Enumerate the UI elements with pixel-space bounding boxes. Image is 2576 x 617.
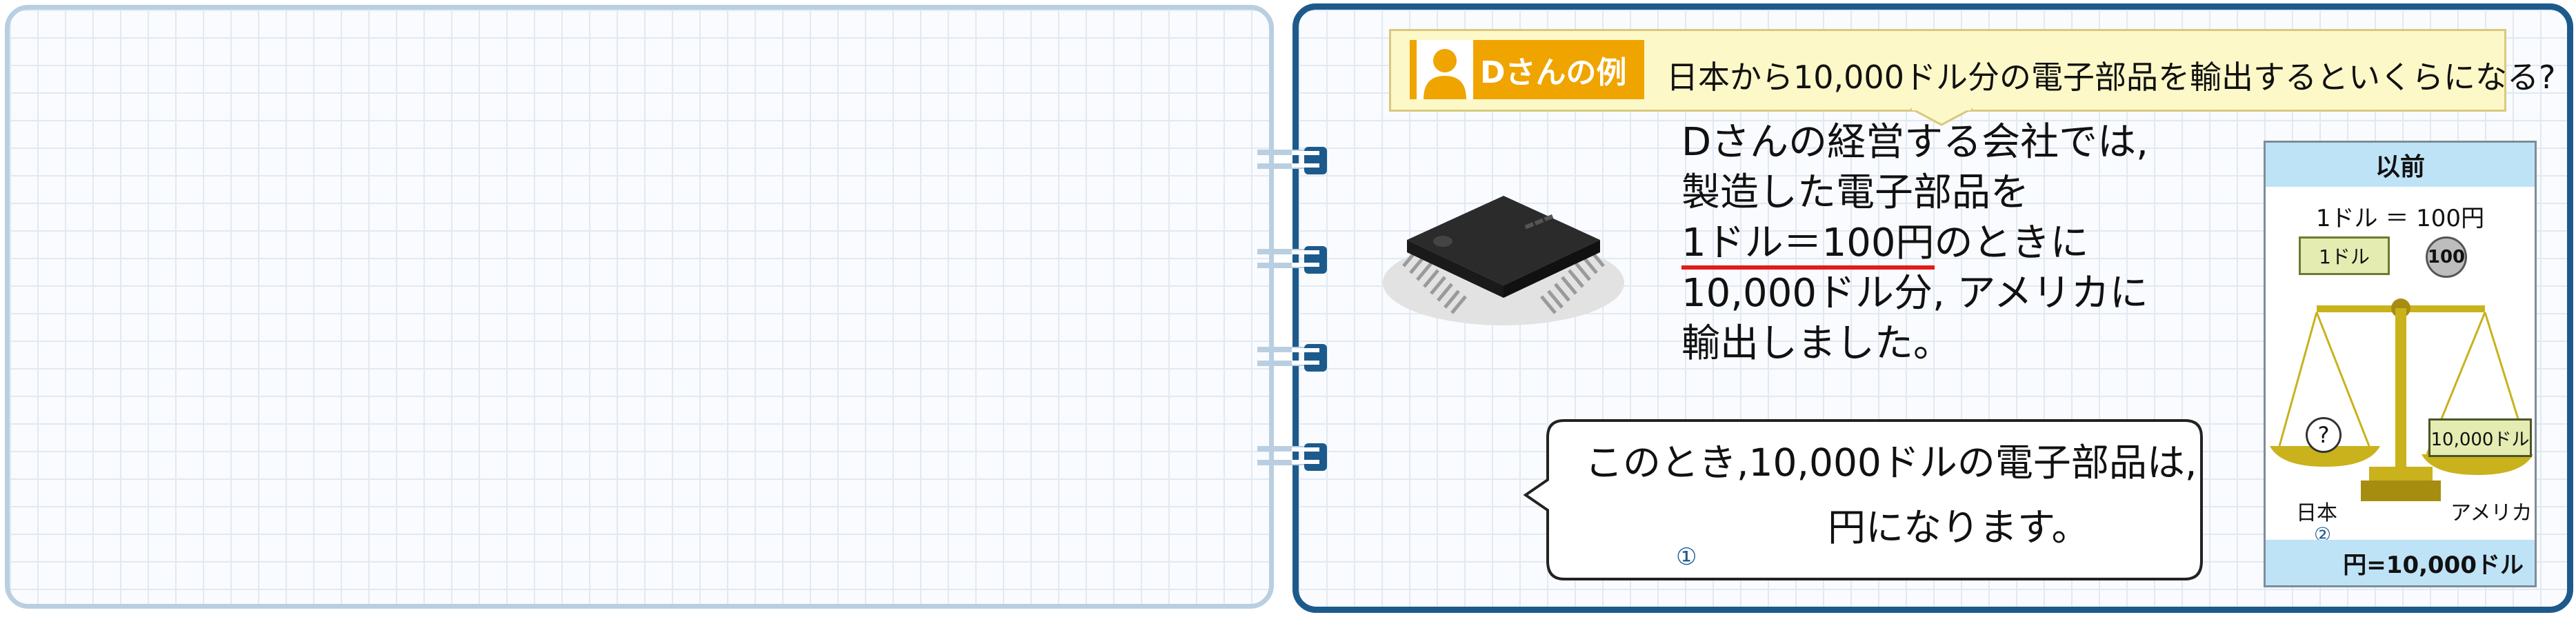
dollar-stack: 10,000ドル <box>2428 418 2532 457</box>
japan-label: 日本 <box>2296 501 2337 525</box>
story-line-4: 10,000ドル分, アメリカに <box>1681 271 2148 316</box>
story-text: Dさんの経営する会社では, 製造した電子部品を 1ドル＝100円のときに 10,… <box>1681 117 2148 369</box>
story-line-5: 輸出しました。 <box>1681 321 1952 366</box>
header-question: 日本から10,000ドル分の電子部品を輸出するといくらになる? <box>1666 59 2556 96</box>
header-banner-tail <box>1910 108 1973 126</box>
panel-rate: 1ドル ＝ 100円 <box>2315 205 2485 232</box>
bubble-line-2: 円になります。 <box>1828 505 2090 549</box>
person-tag-label: Dさんの例 <box>1480 55 1627 90</box>
dollar-bill: 1ドル <box>2299 236 2390 275</box>
story-line-3: 1ドル＝100円のときに <box>1681 218 2148 270</box>
left-notebook-page <box>5 5 1274 609</box>
story-line-2: 製造した電子部品を <box>1681 170 2029 215</box>
usa-label: アメリカ <box>2450 501 2533 525</box>
answer-blank-number-1: ① <box>1676 543 1697 571</box>
exchange-scale-panel: 以前 1ドル ＝ 100円 1ドル 100 ? 10,000ドル 日本 ② アメ… <box>2264 141 2537 587</box>
panel-title: 以前 <box>2266 143 2535 187</box>
binder-ring-4 <box>1257 443 1327 471</box>
microchip-illustration: ▬▬▬ <box>1383 196 1624 325</box>
binder-ring-1 <box>1257 147 1327 174</box>
exchange-rate-highlight: 1ドル＝100円 <box>1681 221 1935 270</box>
story-line-1: Dさんの経営する会社では, <box>1681 120 2148 165</box>
unknown-amount-icon: ? <box>2306 417 2342 453</box>
balance-scale-icon <box>2270 299 2533 501</box>
binder-ring-2 <box>1257 246 1327 274</box>
yen-coin: 100 <box>2426 236 2467 278</box>
speech-bubble <box>1523 419 2203 580</box>
bubble-line-1: このとき,10,000ドルの電子部品は, <box>1585 441 2197 485</box>
story-line-3-rest: のときに <box>1934 221 2089 265</box>
person-icon <box>1417 40 1473 99</box>
person-tag: Dさんの例 <box>1410 40 1644 99</box>
panel-footer: 円=10,000ドル <box>2266 540 2535 585</box>
binder-ring-3 <box>1257 344 1327 372</box>
